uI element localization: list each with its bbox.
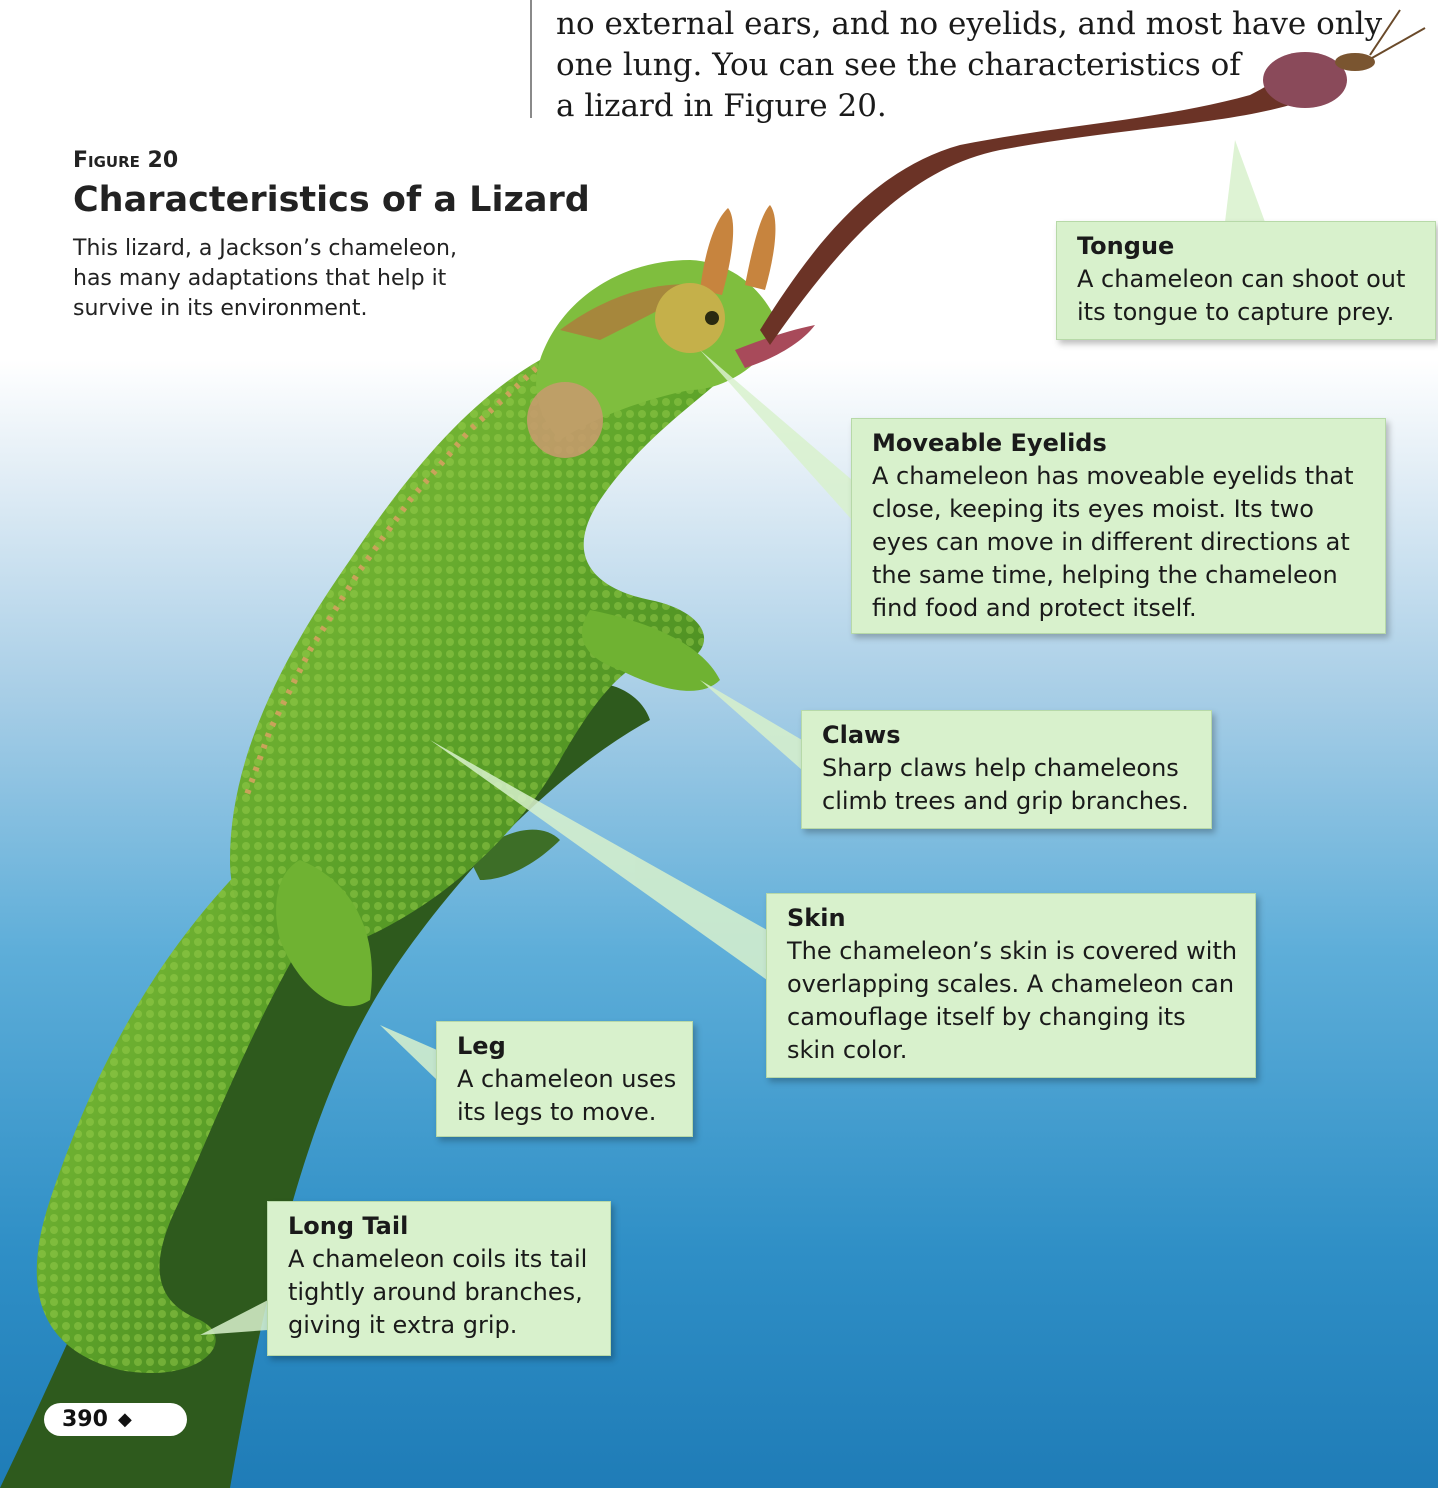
caption-line: This lizard, a Jackson’s chameleon, xyxy=(73,234,533,264)
callout-title: Tongue xyxy=(1077,230,1421,263)
callout-line: The chameleon’s skin is covered with xyxy=(787,935,1241,968)
callout-claws: Claws Sharp claws help chameleons climb … xyxy=(801,710,1212,829)
body-paragraph: no external ears, and no eyelids, and mo… xyxy=(556,4,1316,127)
callout-line: climb trees and grip branches. xyxy=(822,785,1197,818)
callout-line: its legs to move. xyxy=(457,1096,678,1129)
callout-tongue: Tongue A chameleon can shoot out its ton… xyxy=(1056,221,1436,340)
figure-label: Figure 20 xyxy=(73,148,178,173)
callout-line: skin color. xyxy=(787,1034,1241,1067)
callout-line: A chameleon uses xyxy=(457,1063,678,1096)
callout-line: A chameleon coils its tail xyxy=(288,1243,596,1276)
caption-line: has many adaptations that help it xyxy=(73,264,533,294)
callout-line: camouflage itself by changing its xyxy=(787,1001,1241,1034)
callout-line: giving it extra grip. xyxy=(288,1309,596,1342)
callout-tail: Long Tail A chameleon coils its tail tig… xyxy=(267,1201,611,1356)
callout-title: Moveable Eyelids xyxy=(872,427,1371,460)
callout-title: Long Tail xyxy=(288,1210,596,1243)
callout-line: A chameleon can shoot out xyxy=(1077,263,1421,296)
page-number: 390 xyxy=(62,1407,108,1432)
callout-title: Skin xyxy=(787,902,1241,935)
body-line: no external ears, and no eyelids, and mo… xyxy=(556,4,1316,45)
callout-line: the same time, helping the chameleon xyxy=(872,559,1371,592)
callout-leg: Leg A chameleon uses its legs to move. xyxy=(436,1021,693,1137)
callout-title: Claws xyxy=(822,719,1197,752)
callout-line: find food and protect itself. xyxy=(872,592,1371,625)
diamond-icon: ◆ xyxy=(118,1409,132,1430)
callout-eyelids: Moveable Eyelids A chameleon has moveabl… xyxy=(851,418,1386,634)
callout-line: its tongue to capture prey. xyxy=(1077,296,1421,329)
page-number-badge: 390 ◆ xyxy=(44,1403,187,1436)
body-line: one lung. You can see the characteristic… xyxy=(556,45,1316,86)
caption-line: survive in its environment. xyxy=(73,294,533,324)
callout-line: tightly around branches, xyxy=(288,1276,596,1309)
callout-line: overlapping scales. A chameleon can xyxy=(787,968,1241,1001)
body-line: a lizard in Figure 20. xyxy=(556,86,1316,127)
callout-skin: Skin The chameleon’s skin is covered wit… xyxy=(766,893,1256,1078)
callout-line: Sharp claws help chameleons xyxy=(822,752,1197,785)
callout-title: Leg xyxy=(457,1030,678,1063)
callout-line: A chameleon has moveable eyelids that xyxy=(872,460,1371,493)
figure-title: Characteristics of a Lizard xyxy=(73,180,590,220)
callout-line: eyes can move in different directions at xyxy=(872,526,1371,559)
figure-caption: This lizard, a Jackson’s chameleon, has … xyxy=(73,234,533,324)
column-rule xyxy=(530,0,532,118)
callout-line: close, keeping its eyes moist. Its two xyxy=(872,493,1371,526)
